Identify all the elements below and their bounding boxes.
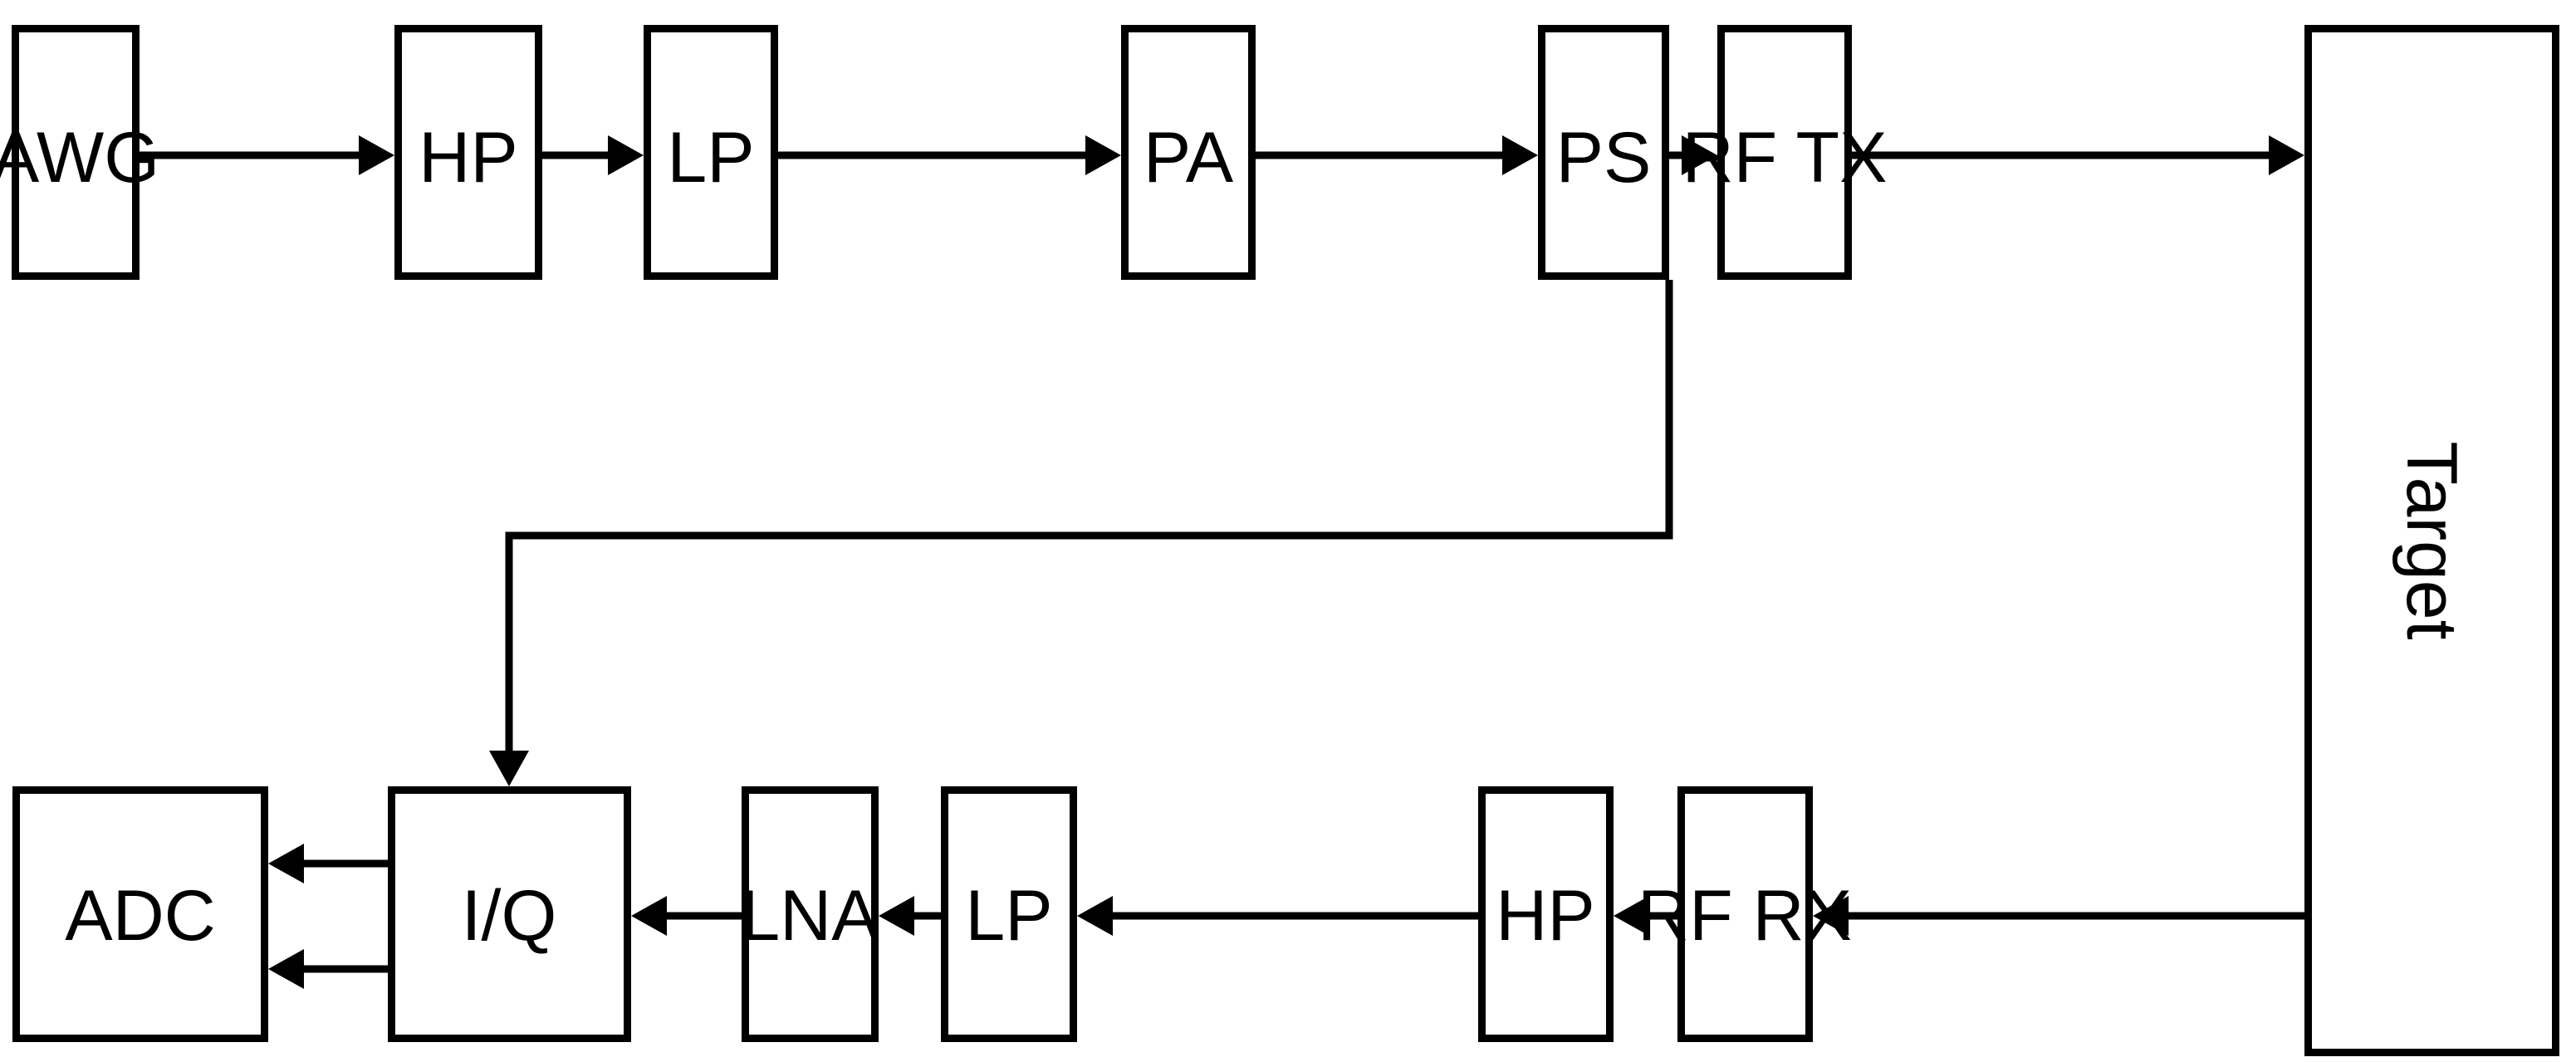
block-hp-rx[interactable]: HP [1478,786,1614,1042]
block-adc-label: ADC [65,876,216,956]
arrowhead-left-icon [1077,896,1113,936]
block-pa[interactable]: PA [1121,25,1256,280]
block-lp-tx[interactable]: LP [644,25,778,280]
block-lp-tx-label: LP [667,118,754,198]
block-iq[interactable]: I/Q [388,786,631,1042]
block-hp-tx[interactable]: HP [394,25,542,280]
block-lp-rx-rect [941,786,1077,1042]
arrowhead-left-icon [1813,896,1849,936]
block-lna[interactable]: LNA [740,786,879,1042]
block-pa-label: PA [1144,118,1234,198]
connector-iq-to-adc-q [268,949,391,989]
arrowhead-left-icon [268,949,304,989]
arrowhead-left-icon [879,896,914,936]
block-iq-rect [388,786,631,1042]
block-target-label: Target [2392,441,2471,639]
block-rf-tx[interactable]: RF TX [1682,25,1888,280]
arrowhead-down-icon [489,751,529,786]
arrowhead-left-icon [1614,896,1649,936]
block-iq-label: I/Q [462,876,557,956]
arrowhead-right-icon [2269,135,2304,175]
block-hp-rx-rect [1478,786,1614,1042]
block-adc[interactable]: ADC [12,786,268,1042]
block-ps[interactable]: PS [1538,25,1669,280]
block-target[interactable]: Target [2304,25,2559,1056]
block-hp-rx-label: HP [1496,876,1594,956]
connector-lna-to-iq [631,896,742,936]
connector-iq-to-adc-i [268,844,391,883]
block-awg-rect [12,25,140,280]
connector-ps-to-rftx [1669,135,1717,175]
block-target-rect [2304,25,2559,1056]
block-lna-label: LNA [740,876,879,956]
block-lna-rect [742,786,879,1042]
block-hp-tx-label: HP [419,118,517,198]
arrowhead-left-icon [631,896,667,936]
arrowhead-right-icon [359,135,394,175]
block-rf-rx-rect [1677,786,1813,1042]
connector-lp-to-pa [778,135,1121,175]
connector-awg-to-hp [140,135,394,175]
connector-rfrx-to-hp [1614,896,1677,936]
block-hp-tx-rect [394,25,542,280]
block-lp-rx[interactable]: LP [941,786,1077,1042]
block-lp-tx-rect [644,25,778,280]
arrowhead-right-icon [1682,135,1717,175]
block-rf-tx-rect [1717,25,1852,280]
connector-hp-to-lp [542,135,644,175]
block-awg-label: AWG [0,118,159,198]
connector-rftx-to-target [1852,135,2304,175]
block-ps-label: PS [1556,118,1652,198]
arrowhead-right-icon [608,135,644,175]
connector-lp-to-lna [879,896,941,936]
block-ps-rect [1538,25,1669,280]
connector-ps-to-iq-lo [489,280,1673,786]
arrowhead-right-icon [1085,135,1121,175]
connector-hp-to-lp-rx [1077,896,1478,936]
block-adc-rect [12,786,268,1042]
block-pa-rect [1121,25,1256,280]
connector-pa-to-ps [1256,135,1538,175]
connector-target-to-rfrx [1813,896,2304,936]
block-awg[interactable]: AWG [0,25,159,280]
arrowhead-left-icon [268,844,304,883]
block-lp-rx-label: LP [965,876,1052,956]
arrowhead-right-icon [1502,135,1538,175]
connector-ps-to-iq-lo-path [505,280,1673,766]
